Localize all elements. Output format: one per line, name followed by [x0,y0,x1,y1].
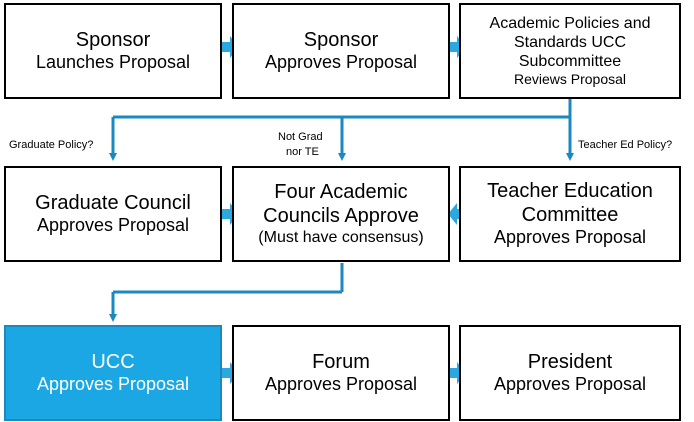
branch-connector [109,99,574,161]
box-title: Sponsor [75,29,151,52]
apsc-reviews-box: Academic Policies and Standards UCC Subc… [459,3,681,99]
box-subtitle: Approves Proposal [493,227,647,248]
teacher-education-box: Teacher Education Committee Approves Pro… [459,166,681,262]
box-subtitle: Approves Proposal [493,374,647,395]
box-title: UCC [91,351,135,374]
box-subtitle: Approves Proposal [264,374,418,395]
arrow-left-icon [448,203,466,225]
box-line: Subcommittee [518,53,622,71]
box-subtitle: Approves Proposal [36,374,190,395]
president-approves-box: President Approves Proposal [459,325,681,421]
teacher-ed-policy-label: Teacher Ed Policy? [578,139,673,151]
graduate-policy-label: Graduate Policy? [9,139,94,151]
sponsor-launches-box: Sponsor Launches Proposal [4,3,222,99]
box-subtitle: Approves Proposal [264,52,418,73]
box-title: Sponsor [303,29,379,52]
box-title: Teacher Education [487,180,653,203]
box-line: Standards UCC [513,34,627,51]
box-subtitle: (Must have consensus) [258,229,424,247]
graduate-council-box: Graduate Council Approves Proposal [4,166,222,262]
sponsor-approves-box: Sponsor Approves Proposal [232,3,450,99]
box-title: President [527,351,613,374]
councils-to-ucc-connector [109,263,344,322]
ucc-approves-box: UCC Approves Proposal [4,325,222,421]
box-title: Councils Approve [263,205,419,228]
box-subtitle: Approves Proposal [36,215,190,236]
box-line: Reviews Proposal [513,71,627,88]
box-title: Four Academic [274,181,408,204]
box-subtitle: Launches Proposal [35,52,191,73]
four-councils-box: Four Academic Councils Approve (Must hav… [232,166,450,262]
forum-approves-box: Forum Approves Proposal [232,325,450,421]
not-grad-label-line2: nor TE [286,146,319,158]
box-title: Committee [521,204,619,227]
not-grad-label-line1: Not Grad [278,131,323,143]
box-title: Graduate Council [35,192,191,215]
box-line: Academic Policies and [489,14,651,32]
box-title: Forum [312,351,370,374]
